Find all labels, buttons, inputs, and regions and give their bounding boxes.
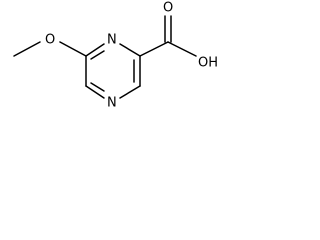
atom-label-nitrogen-bottom: N	[107, 96, 117, 111]
bond-ring-c6-n1	[85, 43, 105, 57]
atom-label-methoxy-oxygen: O	[45, 33, 55, 48]
bond-c2-carboxyl-c	[139, 41, 169, 57]
bond-c6-methoxy-o	[59, 41, 87, 57]
bond-ring-n4-c5-inner	[90, 82, 105, 92]
bond-carboxyl-c-oh	[167, 41, 197, 57]
atom-label-nitrogen-top: N	[107, 33, 117, 48]
chemical-structure: O N N O OH	[13, 1, 218, 111]
atom-label-hydroxyl: OH	[198, 56, 218, 71]
bond-methoxy-o-ch3	[13, 41, 41, 57]
bond-ring-c6-n1-inner	[90, 50, 105, 60]
bond-ring-c3-n4	[119, 85, 141, 99]
atom-label-carbonyl-oxygen: O	[163, 1, 173, 16]
bond-ring-n4-c5	[85, 85, 105, 99]
bond-ring-n1-c2	[119, 43, 141, 57]
